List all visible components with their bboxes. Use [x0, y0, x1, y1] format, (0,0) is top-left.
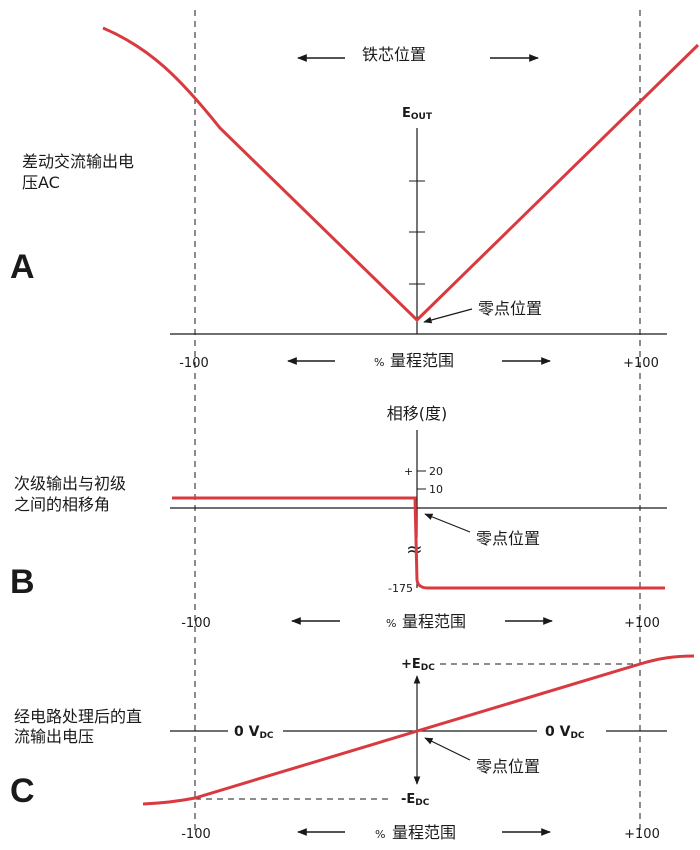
panel-b-tick-20-label: 20	[429, 465, 443, 478]
panel-c-percent: %	[375, 828, 385, 841]
panel-b-x-left: -100	[181, 616, 211, 631]
panel-a-range-label: 量程范围	[390, 351, 454, 370]
panel-b: B 次级输出与初级 之间的相移角 相移(度) + 20 10 -175 ≈ 零点…	[10, 404, 667, 631]
panel-b-tick-175-label: -175	[388, 582, 413, 595]
panel-c: C 经电路处理后的直 流输出电压 +EDC -EDC 0 VDC 0 VDC 零…	[10, 654, 695, 842]
panel-b-letter: B	[10, 563, 35, 601]
panel-a-null-label: 零点位置	[478, 299, 542, 318]
panel-b-side-label-line1: 次级输出与初级	[14, 474, 126, 493]
panel-a-null-pointer	[423, 308, 473, 324]
panel-b-side-label-line2: 之间的相移角	[14, 495, 110, 514]
panel-c-null-label: 零点位置	[476, 757, 540, 776]
panel-b-tick-plus: +	[404, 465, 413, 478]
panel-c-x-right: +100	[624, 827, 660, 842]
panel-a-top-label: 铁芯位置	[362, 45, 426, 64]
panel-c-side-label-line2: 流输出电压	[14, 727, 94, 746]
panel-b-percent: %	[386, 617, 396, 630]
panel-c-side-label-line1: 经电路处理后的直	[14, 707, 142, 726]
panel-c-minus-label: -EDC	[401, 792, 430, 808]
panel-c-zero-right: 0 VDC	[545, 724, 585, 741]
panel-b-null-pointer	[424, 513, 471, 533]
panel-a-output-curve	[102, 26, 700, 323]
panel-b-axis-break-symbol: ≈	[406, 537, 423, 561]
panel-c-dc-curve	[142, 654, 695, 806]
panel-c-x-left: -100	[181, 827, 211, 842]
panel-b-phase-curve	[172, 496, 665, 590]
panel-a-yaxis-label: EOUT	[402, 106, 433, 122]
panel-b-range-label: 量程范围	[402, 612, 466, 631]
panel-a-x-left: -100	[179, 356, 209, 371]
panel-c-null-pointer	[424, 737, 471, 761]
panel-a-letter: A	[10, 248, 35, 286]
panel-c-letter: C	[10, 772, 35, 810]
panel-a-side-label-line1: 差动交流输出电	[22, 152, 134, 171]
panel-a: A 差动交流输出电 压AC 铁芯位置 EOUT 零点位置 -100 % 量程范围…	[10, 26, 700, 371]
panel-a-percent: %	[374, 356, 384, 369]
panel-b-tick-10-label: 10	[429, 483, 443, 496]
panel-a-x-right: +100	[623, 356, 659, 371]
panel-c-zero-left: 0 VDC	[234, 724, 274, 741]
panel-b-x-right: +100	[624, 616, 660, 631]
panel-c-range-label: 量程范围	[392, 823, 456, 842]
panel-a-side-label-line2: 压AC	[22, 173, 60, 192]
panel-c-plus-label: +EDC	[401, 657, 435, 673]
panel-b-yaxis-label: 相移(度)	[387, 404, 448, 423]
panel-b-null-label: 零点位置	[476, 529, 540, 548]
